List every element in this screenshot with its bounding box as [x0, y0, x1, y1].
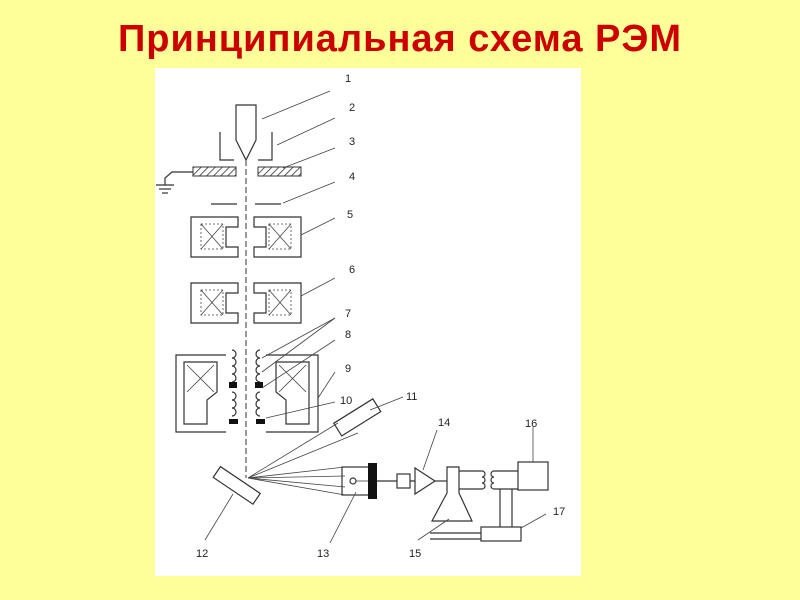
ground-symbol — [156, 171, 193, 194]
label-14: 14 — [438, 417, 450, 429]
signal-rays — [247, 422, 359, 496]
label-6: 6 — [349, 264, 355, 276]
scan-generator — [517, 461, 549, 491]
label-4: 4 — [349, 171, 355, 183]
sem-schematic-svg: 1 2 3 4 5 6 7 8 9 10 11 12 13 14 15 16 1… — [156, 73, 565, 560]
slide-title: Принципиальная схема РЭМ — [117, 18, 683, 60]
leader-lines — [204, 90, 547, 544]
control-block — [480, 526, 522, 542]
label-8: 8 — [345, 329, 351, 341]
crt — [430, 466, 473, 522]
wehnelt-cylinder — [219, 132, 273, 161]
sem-schematic-diagram: 1 2 3 4 5 6 7 8 9 10 11 12 13 14 15 16 1… — [155, 68, 581, 576]
label-2: 2 — [349, 102, 355, 114]
label-10: 10 — [340, 395, 352, 407]
final-aperture — [229, 419, 265, 424]
deflection-coils — [231, 349, 261, 417]
condenser-lens-1 — [190, 216, 302, 258]
electron-gun-cathode — [235, 104, 257, 162]
stigmator — [229, 382, 263, 388]
scan-wiring — [430, 470, 518, 540]
anode — [192, 166, 302, 177]
label-9: 9 — [345, 363, 351, 375]
objective-lens — [175, 354, 319, 433]
label-12: 12 — [196, 548, 208, 560]
xray-detector — [332, 398, 382, 437]
condenser-lens-2 — [190, 282, 302, 324]
specimen — [212, 465, 262, 506]
secondary-electron-detector — [341, 463, 411, 499]
label-5: 5 — [347, 209, 353, 221]
label-16: 16 — [525, 418, 537, 430]
label-3: 3 — [349, 136, 355, 148]
label-11: 11 — [406, 391, 417, 403]
amplifier — [410, 466, 447, 496]
label-15: 15 — [409, 548, 421, 560]
number-labels: 1 2 3 4 5 6 7 8 9 10 11 12 13 14 15 16 1… — [196, 73, 565, 560]
label-1: 1 — [345, 73, 351, 85]
label-13: 13 — [317, 548, 329, 560]
label-7: 7 — [345, 308, 351, 320]
label-17: 17 — [553, 506, 565, 518]
